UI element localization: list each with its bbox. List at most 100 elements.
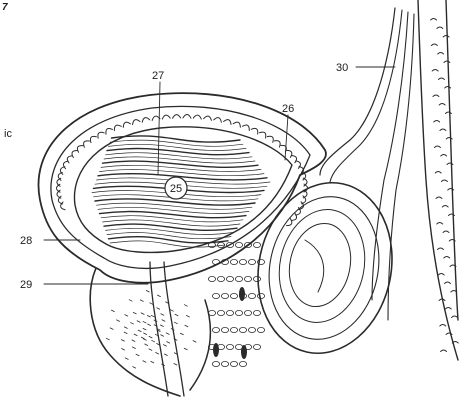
spine-stipple xyxy=(431,19,437,21)
hatch-stroke xyxy=(107,148,249,154)
fat-lobule xyxy=(230,259,237,264)
spine-stipple xyxy=(438,53,444,55)
spine-stipple xyxy=(438,78,444,80)
prostate-stipple xyxy=(186,315,189,317)
prostate-stipple xyxy=(144,333,147,335)
spine-stipple xyxy=(444,257,450,259)
spine-stipple xyxy=(447,163,453,165)
spine-stipple xyxy=(437,248,443,250)
spine-stipple xyxy=(441,350,447,352)
vessel-cross-section xyxy=(241,345,247,359)
spine-stipple xyxy=(432,70,438,72)
hatch-stroke xyxy=(109,144,247,150)
hatch-stroke xyxy=(104,157,255,163)
mucosal-fold xyxy=(162,115,170,120)
label-28: 28 xyxy=(20,235,32,247)
hatch-stroke xyxy=(100,169,265,175)
spine-stipple xyxy=(431,44,437,46)
label-27: 27 xyxy=(152,70,164,82)
prostate-stipple xyxy=(180,333,183,335)
spine-stipple xyxy=(449,240,455,242)
prostate-stipple xyxy=(185,325,188,327)
perivesical-fat xyxy=(208,242,264,366)
spine-stipple xyxy=(437,223,443,225)
mucosal-fold xyxy=(96,130,104,138)
spine-stipple xyxy=(440,129,446,131)
fat-lobule xyxy=(230,293,237,298)
fat-lobule xyxy=(212,293,219,298)
mucosal-fold xyxy=(251,126,260,134)
prostate-stipple xyxy=(138,330,141,332)
vessel-cross-section xyxy=(213,343,219,357)
label-30: 30 xyxy=(336,62,348,74)
prostate-stipple xyxy=(175,314,178,316)
prostate-stipple xyxy=(143,328,146,330)
mucosal-fold xyxy=(141,117,150,123)
spine-stipple xyxy=(441,155,447,157)
mucosal-fold xyxy=(122,121,131,128)
mucosal-fold xyxy=(193,115,201,119)
prostate-stipple xyxy=(133,367,136,369)
prostate-stipple xyxy=(184,305,187,307)
mucosal-fold xyxy=(242,123,251,130)
vessel-cross-section xyxy=(239,287,245,301)
prostate-stipple xyxy=(148,324,151,326)
prostate-stipple xyxy=(129,300,132,302)
mucosal-fold xyxy=(233,121,242,128)
prostate-stipple xyxy=(150,303,153,305)
prostate-stipple xyxy=(160,325,163,327)
spine-stipple xyxy=(451,291,457,293)
prostate-stipple xyxy=(149,349,152,351)
prostate-stipple xyxy=(164,354,167,356)
prostate-stipple xyxy=(174,322,177,324)
hatch-stroke xyxy=(106,153,253,159)
prostate-stipple xyxy=(146,290,149,292)
cropped-side-text: ic xyxy=(4,128,12,140)
fat-lobule xyxy=(239,361,246,366)
spine-stipple xyxy=(446,138,452,140)
prostate-stipple xyxy=(157,295,160,297)
prostate-stipple xyxy=(133,312,136,314)
prostate-stipple xyxy=(174,364,177,366)
fat-lobule xyxy=(208,242,215,247)
fat-lobule xyxy=(235,310,242,315)
spinal-column xyxy=(418,0,458,360)
corner-mark-text: 7 xyxy=(2,2,8,13)
rectum-section xyxy=(243,170,408,366)
hatch-stroke xyxy=(109,237,229,243)
prostate-stipple xyxy=(117,320,120,322)
spine-stipple xyxy=(446,333,452,335)
spine-stipple xyxy=(433,95,439,97)
fat-lobule xyxy=(208,276,215,281)
prostate-stipple xyxy=(143,321,146,323)
prostate-stipple xyxy=(151,315,154,317)
prostate-stipple xyxy=(152,340,155,342)
fat-lobule xyxy=(239,259,246,264)
prostate-stipple xyxy=(132,347,135,349)
spine-stipple xyxy=(448,214,454,216)
fat-lobule xyxy=(221,361,228,366)
hatch-stroke xyxy=(100,211,247,217)
prostate-stipple xyxy=(125,315,128,317)
spine-stipple xyxy=(440,325,446,327)
prostate-stipple xyxy=(125,358,128,360)
hatch-stroke xyxy=(95,199,255,205)
spine-stipple xyxy=(441,180,447,182)
mucosal-fold xyxy=(214,117,223,123)
spine-stipple xyxy=(450,265,456,267)
hatch-stroke xyxy=(98,207,249,213)
fat-lobule xyxy=(257,293,264,298)
spine-stipple xyxy=(452,316,458,318)
vessel-bundle xyxy=(320,8,414,320)
mucosal-fold xyxy=(172,114,180,118)
fat-lobule xyxy=(226,276,233,281)
spine-stipple xyxy=(434,121,440,123)
fat-lobule xyxy=(253,276,260,281)
prostate-stipple xyxy=(161,335,164,337)
prostate-stipple xyxy=(167,342,170,344)
prostate-stipple xyxy=(143,361,146,363)
prostate-stipple xyxy=(141,313,144,315)
label-26: 26 xyxy=(282,103,294,115)
fat-lobule xyxy=(248,327,255,332)
mucosal-fold xyxy=(260,130,268,138)
